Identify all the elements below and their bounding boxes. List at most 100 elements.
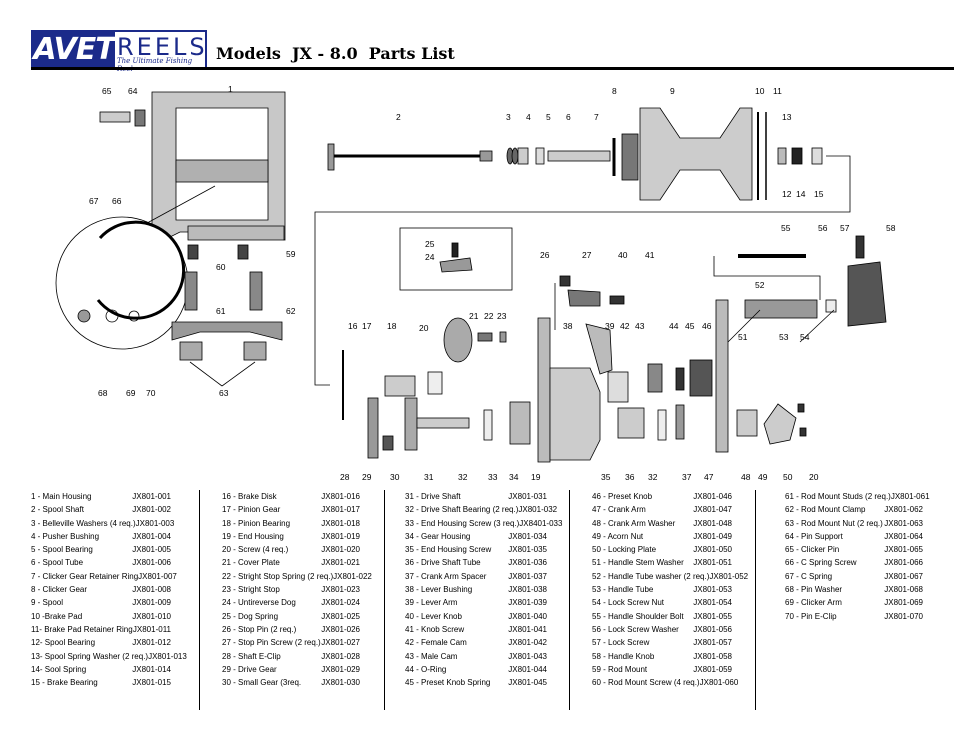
- callout-22: 22: [484, 311, 494, 321]
- part-name: 42 - Female Cam: [405, 638, 467, 648]
- callout-46: 46: [702, 321, 712, 331]
- callout-33: 33: [488, 472, 498, 482]
- part-name: 56 - Lock Screw Washer: [592, 624, 679, 634]
- part-number: JX8401-033: [519, 518, 563, 528]
- part-name: 8 - Clicker Gear: [31, 585, 88, 595]
- parts-list-row: 63 - Rod Mount Nut (2 req.)JX801-063: [785, 517, 923, 530]
- part-name: 4 - Pusher Bushing: [31, 531, 100, 541]
- part-number: JX801-006: [132, 558, 171, 568]
- part-name: 33 - End Housing Screw (3 req.): [405, 518, 520, 528]
- part-number: JX801-060: [699, 678, 739, 688]
- part-name: 53 - Handle Tube: [592, 585, 654, 595]
- parts-list-row: 70 - Pin E-Clip JX801-070: [785, 610, 923, 623]
- part-name: 22 - Stright Stop Spring (2 req.): [222, 571, 334, 581]
- part-number: JX801-037: [508, 571, 547, 581]
- part-number: JX801-011: [132, 624, 171, 634]
- callout-40: 40: [618, 250, 628, 260]
- callout-24: 24: [425, 252, 435, 262]
- column-divider: [755, 490, 756, 710]
- callout-68: 68: [98, 388, 108, 398]
- callout-30: 30: [390, 472, 400, 482]
- part-name: 49 - Acorn Nut: [592, 531, 644, 541]
- callout-60: 60: [216, 262, 226, 272]
- column-divider: [569, 490, 570, 710]
- part-name: 24 - Untireverse Dog: [222, 598, 296, 608]
- header: AVET REELS The Ultimate Fishing Reel Mod…: [0, 0, 954, 73]
- callout-41: 41: [645, 250, 655, 260]
- callout-28: 28: [340, 472, 350, 482]
- parts-list-row: 26 - Stop Pin (2 req.)JX801-026: [222, 623, 360, 636]
- part-number: JX801-069: [884, 598, 923, 608]
- callout-59: 59: [286, 249, 296, 259]
- callout-55: 55: [781, 223, 791, 233]
- callout-39: 39: [605, 321, 615, 331]
- part-number: JX801-049: [693, 531, 732, 541]
- part-name: 1 - Main Housing: [31, 492, 92, 501]
- callout-15: 15: [814, 189, 824, 199]
- callout-63: 63: [219, 388, 229, 398]
- part-number: JX801-064: [884, 531, 923, 541]
- part-name: 5 - Spool Bearing: [31, 545, 93, 555]
- callout-17: 17: [362, 321, 372, 331]
- callout-13: 13: [782, 112, 792, 122]
- part-name: 9 - Spool: [31, 598, 64, 608]
- part-name: 36 - Drive Shaft Tube: [405, 558, 481, 568]
- callout-18: 18: [387, 321, 397, 331]
- callout-61: 61: [216, 306, 226, 316]
- callout-9: 9: [670, 86, 675, 96]
- part-number: JX801-054: [693, 598, 732, 608]
- callout-65: 65: [102, 86, 112, 96]
- part-name: 57 - Lock Screw: [592, 638, 650, 648]
- part-number: JX801-002: [132, 505, 171, 515]
- part-name: 14- Sool Spring: [31, 664, 87, 674]
- parts-list-row: 27 - Stop Pin Screw (2 req.)JX801-027: [222, 636, 360, 649]
- part-name: 29 - Drive Gear: [222, 664, 277, 674]
- part-number: JX801-051: [693, 558, 732, 568]
- callout-20-top: 20: [419, 323, 429, 333]
- part-name: 46 - Preset Knob: [592, 492, 653, 501]
- parts-list-row: 22 - Stright Stop Spring (2 req.)JX801-0…: [222, 570, 372, 583]
- part-name: 61 - Rod Mount Studs (2 req.): [785, 492, 891, 501]
- callout-56: 56: [818, 223, 828, 233]
- part-name: 68 - Pin Washer: [785, 585, 843, 595]
- part-name: 6 - Spool Tube: [31, 558, 84, 568]
- part-name: 35 - End Housing Screw: [405, 545, 492, 555]
- parts-list-row: 30 - Small Gear (3req. JX801-030: [222, 676, 360, 689]
- callout-32: 32: [458, 472, 468, 482]
- part-number: JX801-015: [132, 678, 171, 688]
- part-name: 70 - Pin E-Clip: [785, 611, 837, 621]
- parts-list-row: 33 - End Housing Screw (3 req.)JX8401-03…: [405, 517, 562, 530]
- part-number: JX801-039: [508, 598, 547, 608]
- part-name: 41 - Knob Screw: [405, 624, 465, 634]
- part-name: 30 - Small Gear (3req.: [222, 678, 302, 688]
- part-name: 65 - Clicker Pin: [785, 545, 840, 555]
- part-number: JX801-012: [132, 638, 171, 648]
- part-number: JX801-030: [321, 678, 360, 688]
- callout-66: 66: [112, 196, 122, 206]
- callout-67: 67: [89, 196, 99, 206]
- part-name: 28 - Shaft E-Clip: [222, 651, 281, 661]
- parts-list-row: 32 - Drive Shaft Bearing (2 req.)JX801-0…: [405, 503, 557, 516]
- callout-38: 38: [563, 321, 573, 331]
- part-name: 52 - Handle Tube washer (2 req.): [592, 571, 710, 581]
- part-name: 31 - Drive Shaft: [405, 492, 461, 501]
- part-number: JX801-070: [884, 611, 923, 621]
